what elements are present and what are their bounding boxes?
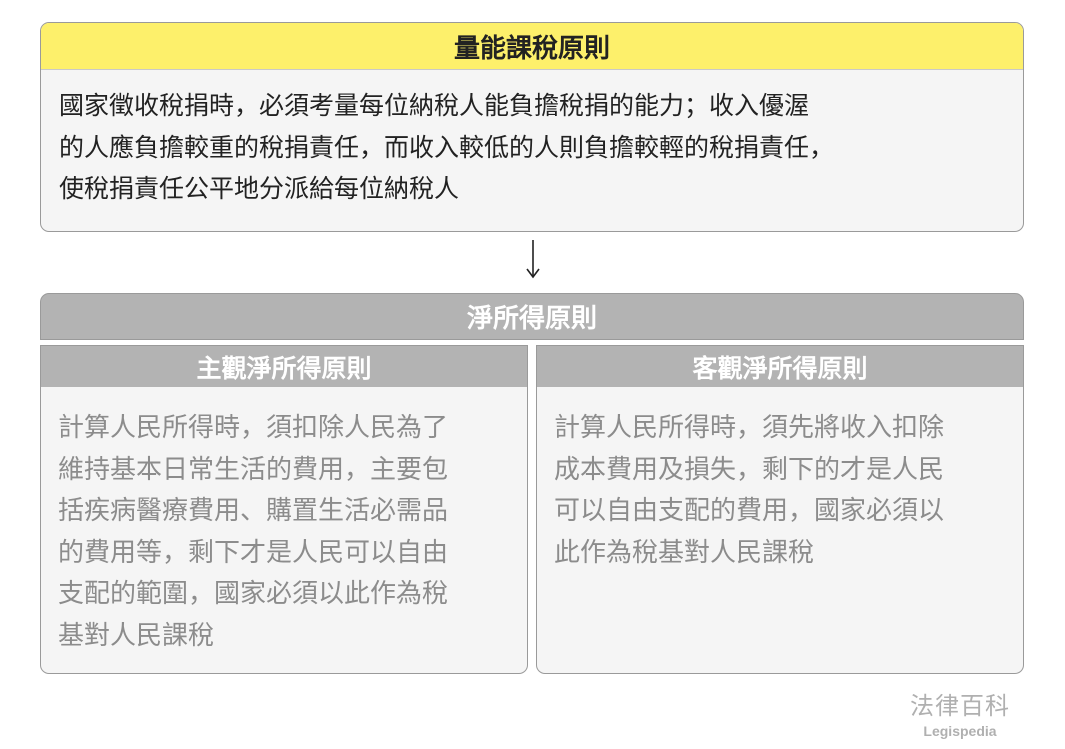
text-line: 國家徵收稅捐時，必須考量每位納稅人能負擔稅捐的能力；收入優渥 [59, 92, 810, 120]
legispedia-logo: 法律百科 Legispedia [905, 686, 1015, 739]
ability-to-pay-principle-box: 量能課稅原則 國家徵收稅捐時，必須考量每位納稅人能負擔稅捐的能力；收入優渥 的人… [40, 22, 1024, 232]
ability-to-pay-description: 國家徵收稅捐時，必須考量每位納稅人能負擔稅捐的能力；收入優渥 的人應負擔較重的稅… [41, 70, 1023, 211]
subjective-net-income-box: 主觀淨所得原則 計算人民所得時，須扣除人民為了 維持基本日常生活的費用，主要包 … [40, 345, 528, 674]
objective-net-income-box: 客觀淨所得原則 計算人民所得時，須先將收入扣除 成本費用及損失，剩下的才是人民 … [536, 345, 1024, 674]
text-line: 支配的範圍，國家必須以此作為稅 [58, 578, 449, 609]
ability-to-pay-title: 量能課稅原則 [41, 23, 1023, 70]
text-line: 基對人民課稅 [58, 619, 215, 650]
logo-english: Legispedia [923, 723, 997, 739]
objective-net-income-title: 客觀淨所得原則 [537, 346, 1023, 387]
objective-net-income-description: 計算人民所得時，須先將收入扣除 成本費用及損失，剩下的才是人民 可以自由支配的費… [537, 387, 1023, 573]
text-line: 計算人民所得時，須先將收入扣除 [554, 412, 945, 442]
text-line: 維持基本日常生活的費用，主要包 [58, 453, 449, 484]
subjective-net-income-title: 主觀淨所得原則 [41, 346, 527, 387]
text-line: 此作為稅基對人民課稅 [554, 536, 815, 567]
text-line: 的人應負擔較重的稅捐責任，而收入較低的人則負擔較輕的稅捐責任， [59, 133, 835, 162]
down-arrow-icon [526, 240, 540, 279]
logo-chinese: 法律百科 [910, 693, 1010, 720]
subjective-net-income-description: 計算人民所得時，須扣除人民為了 維持基本日常生活的費用，主要包 括疾病醫療費用、… [41, 387, 527, 657]
text-line: 使稅捐責任公平地分派給每位納稅人 [59, 175, 460, 203]
text-line: 可以自由支配的費用，國家必須以 [554, 495, 945, 526]
net-income-principle-header: 淨所得原則 [40, 293, 1024, 340]
text-line: 的費用等，剩下才是人民可以自由 [58, 536, 449, 567]
text-line: 成本費用及損失，剩下的才是人民 [554, 453, 945, 484]
text-line: 括疾病醫療費用、購置生活必需品 [58, 495, 449, 526]
text-line: 計算人民所得時，須扣除人民為了 [58, 412, 449, 442]
